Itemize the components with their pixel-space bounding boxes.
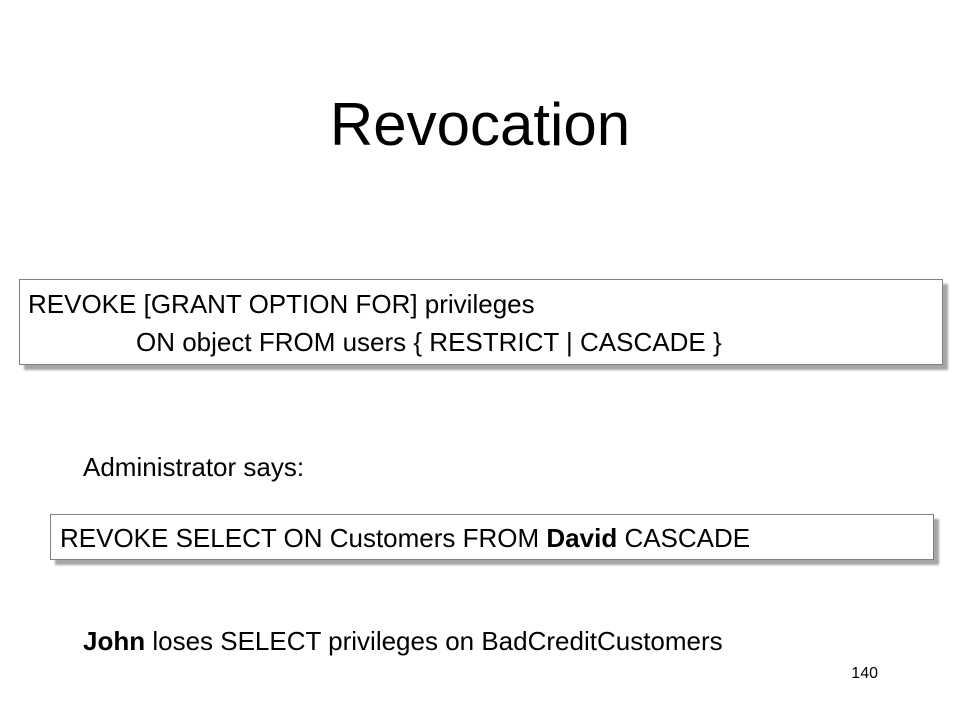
result-user: John	[83, 626, 146, 656]
page-number: 140	[851, 665, 878, 682]
command-line: REVOKE SELECT ON Customers FROM David CA…	[60, 523, 750, 553]
command-suffix: CASCADE	[617, 523, 751, 553]
syntax-box: REVOKE [GRANT OPTION FOR] privileges ON …	[19, 279, 943, 365]
command-prefix: REVOKE SELECT ON Customers FROM	[60, 523, 547, 553]
administrator-label: Administrator says:	[83, 452, 305, 482]
result-text: loses SELECT privileges on BadCreditCust…	[145, 626, 723, 656]
result-line: John loses SELECT privileges on BadCredi…	[83, 623, 723, 659]
slide-title: Revocation	[329, 91, 631, 158]
command-user: David	[546, 523, 618, 553]
syntax-line-2: ON object FROM users { RESTRICT | CASCAD…	[136, 327, 722, 357]
syntax-line-1: REVOKE [GRANT OPTION FOR] privileges	[28, 289, 535, 319]
command-box: REVOKE SELECT ON Customers FROM David CA…	[50, 514, 934, 560]
